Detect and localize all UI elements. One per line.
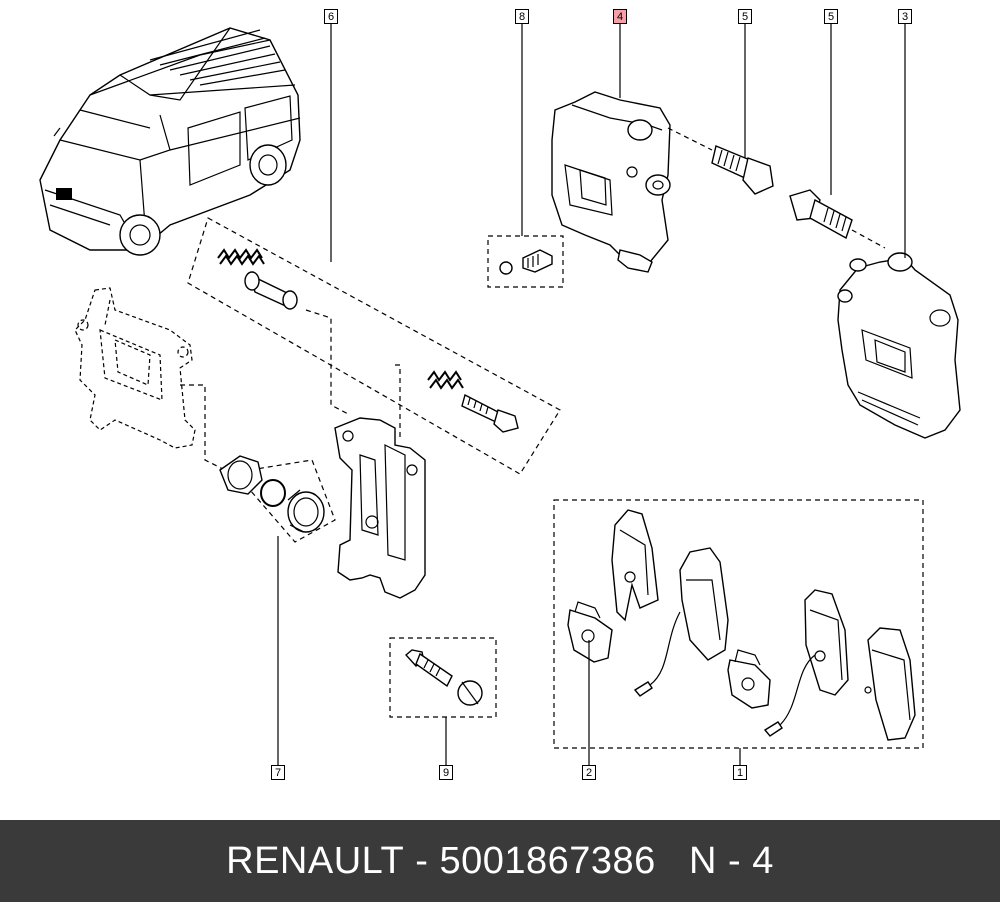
caliper-3 — [837, 24, 961, 439]
callout-5-lower[interactable]: 5 — [824, 9, 838, 24]
caliper-bracket-ghost — [74, 287, 196, 449]
footer-separator: - — [404, 839, 440, 882]
callout-6[interactable]: 6 — [324, 9, 338, 24]
anti-rattle-clips-2 — [567, 601, 771, 765]
piston-kit-7 — [219, 455, 336, 765]
guide-pin-bolt — [461, 393, 519, 433]
bleed-screw-kit-8 — [487, 24, 564, 288]
callout-2[interactable]: 2 — [582, 765, 596, 780]
kit-6-outline — [187, 217, 561, 475]
caliper-bolt-upper — [711, 24, 774, 195]
diagram-drawing — [39, 24, 961, 765]
callout-9[interactable]: 9 — [439, 765, 453, 780]
guide-sleeve — [244, 271, 298, 310]
callout-3[interactable]: 3 — [898, 9, 912, 24]
part-number: 5001867386 — [439, 839, 656, 882]
van-illustration — [39, 27, 301, 256]
brand-name: RENAULT — [226, 839, 405, 882]
callout-4[interactable]: 4 — [613, 9, 627, 24]
bolt-kit-9 — [389, 637, 497, 765]
caliper-bolt-lower — [789, 24, 886, 249]
brake-pad-set-1 — [553, 499, 924, 765]
caliper-4 — [551, 24, 713, 273]
callout-7[interactable]: 7 — [271, 765, 285, 780]
callout-1[interactable]: 1 — [733, 765, 747, 780]
guide-pin-spring-right — [427, 370, 464, 390]
caliper-bracket — [334, 417, 426, 599]
guide-pin-spring-left — [217, 248, 265, 266]
part-footer-bar: RENAULT - 5001867386 N - 4 — [0, 820, 1000, 902]
callout-8[interactable]: 8 — [515, 9, 529, 24]
position-code: N - 4 — [689, 839, 774, 882]
callout-5-upper[interactable]: 5 — [738, 9, 752, 24]
parts-diagram: 6 8 4 5 5 3 7 9 2 1 — [39, 9, 961, 780]
